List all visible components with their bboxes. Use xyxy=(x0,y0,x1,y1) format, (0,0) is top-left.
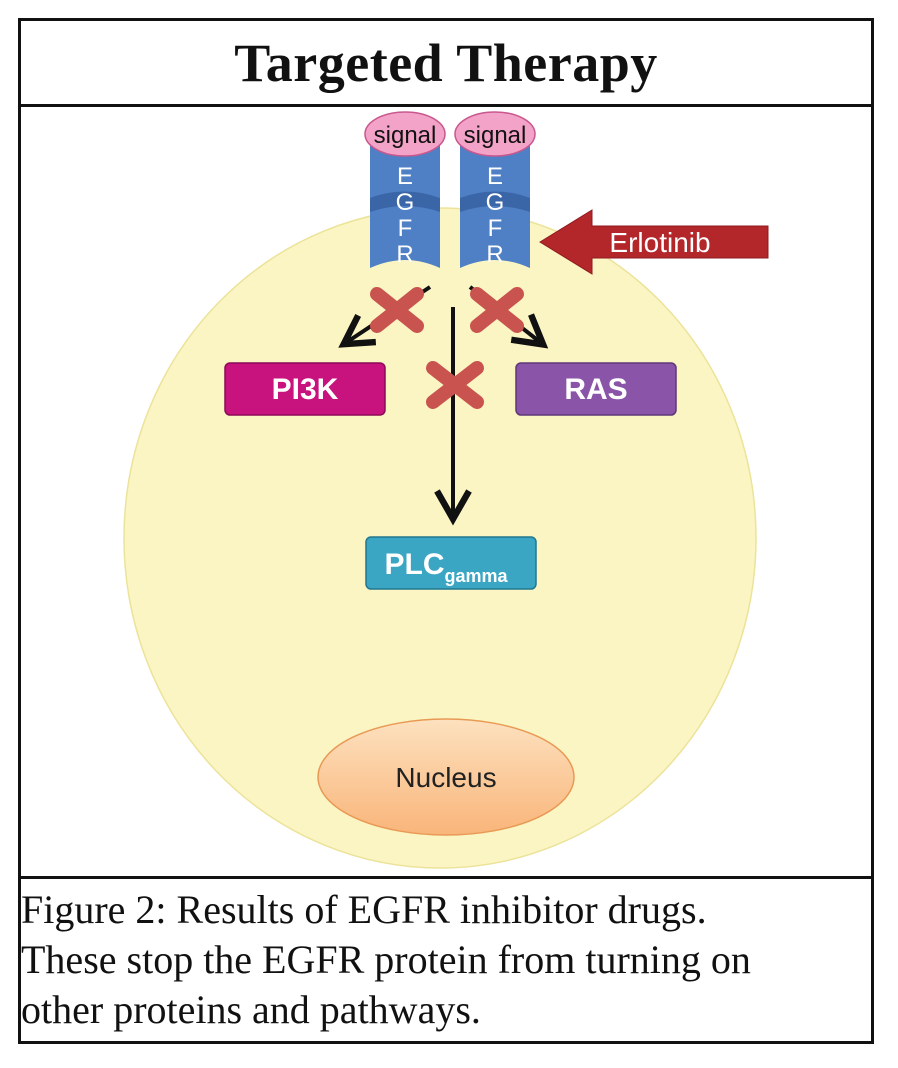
svg-text:PLCgamma: PLCgamma xyxy=(384,548,508,586)
figure-title: Targeted Therapy xyxy=(234,32,658,93)
caption-line-2: These stop the EGFR protein from turning… xyxy=(21,937,751,982)
signal-ligand-right xyxy=(454,111,536,157)
plc-label: PLC xyxy=(384,548,444,581)
signal-label-right: signal xyxy=(464,122,527,149)
caption-band: Figure 2: Results of EGFR inhibitor drug… xyxy=(21,876,871,1041)
egfr-letter-g-right: G xyxy=(486,189,505,216)
signal-ligand-left xyxy=(364,111,446,157)
egfr-letter-f-right: F xyxy=(488,215,503,242)
egfr-letter-r-right: R xyxy=(486,241,503,268)
egfr-letter-e-right: E xyxy=(487,163,503,190)
caption-line-1: Figure 2: Results of EGFR inhibitor drug… xyxy=(21,887,707,932)
egfr-receptor-left: signal E G F R xyxy=(364,111,446,276)
block-x-icon-right xyxy=(470,287,524,333)
egfr-letter-g-left: G xyxy=(396,189,415,216)
ras-box: RAS xyxy=(515,362,677,416)
erlotinib-label: Erlotinib xyxy=(609,227,710,258)
egfr-letter-f-left: F xyxy=(398,215,413,242)
plc-subscript: gamma xyxy=(444,566,508,586)
nucleus: Nucleus xyxy=(317,718,575,836)
caption-line-3: other proteins and pathways. xyxy=(21,987,481,1032)
egfr-receptor-right: signal E G F R xyxy=(454,111,536,276)
nucleus-label: Nucleus xyxy=(395,762,496,793)
erlotinib-arrow: Erlotinib xyxy=(539,209,769,275)
egfr-letter-r-left: R xyxy=(396,241,413,268)
egfr-letter-e-left: E xyxy=(397,163,413,190)
block-x-icon-left xyxy=(370,287,424,333)
plc-gamma-box: PLCgamma xyxy=(365,536,537,590)
signal-label-left: signal xyxy=(374,122,437,149)
pi3k-box: PI3K xyxy=(224,362,386,416)
title-band: Targeted Therapy xyxy=(21,21,871,107)
pi3k-label: PI3K xyxy=(272,373,339,406)
block-x-icon-center xyxy=(426,361,484,409)
ras-label: RAS xyxy=(564,373,627,406)
